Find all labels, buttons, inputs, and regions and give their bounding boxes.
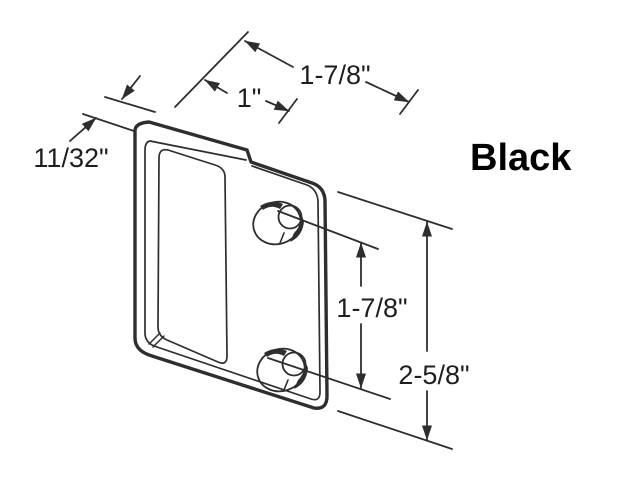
extension-tick-thickness-upper: [104, 96, 156, 113]
extension-line-hole-top: [277, 210, 379, 250]
product-color-label: Black: [470, 137, 572, 179]
latch-recess: [157, 148, 228, 364]
dim-arrow: [69, 117, 97, 142]
dim-arrow: [204, 79, 228, 94]
dimension-thickness: [69, 75, 141, 142]
countersink-shading-top: [260, 201, 304, 242]
dimension-label-top-width: 1-7/8": [299, 60, 370, 90]
plate-outline: [133, 120, 329, 410]
countersink-shading-bottom: [264, 348, 308, 389]
extension-tick-thickness-lower: [82, 113, 135, 132]
dim-arrow: [265, 100, 290, 112]
dim-arrow: [244, 40, 294, 68]
countersink-line-top: [279, 232, 285, 244]
dimension-label-overall-height: 2-5/8": [398, 360, 469, 390]
dimension-label-hole-spacing: 1-7/8": [336, 293, 407, 323]
screw-hole-bottom: [256, 347, 308, 393]
hatch-marks: [148, 332, 165, 348]
dimension-top-width: [244, 40, 410, 103]
dim-arrow: [121, 75, 141, 100]
screw-hole-top: [252, 200, 304, 246]
hole-top: [277, 204, 303, 230]
dimension-label-thickness: 11/32": [33, 143, 108, 173]
extension-line-height-bottom: [337, 410, 453, 450]
plate-front-face-edge: [144, 140, 321, 401]
dim-arrow: [365, 81, 410, 103]
dimension-label-notch-offset: 1": [237, 83, 262, 113]
dimension-lines: [69, 31, 453, 450]
strike-plate-drawing: [133, 120, 329, 410]
countersink-line-bottom: [283, 379, 289, 391]
dimension-notch-offset: [204, 79, 290, 112]
extension-line-hole-bottom: [267, 357, 391, 400]
extension-line-top-left: [174, 31, 249, 108]
extension-line-height-top: [337, 191, 453, 230]
